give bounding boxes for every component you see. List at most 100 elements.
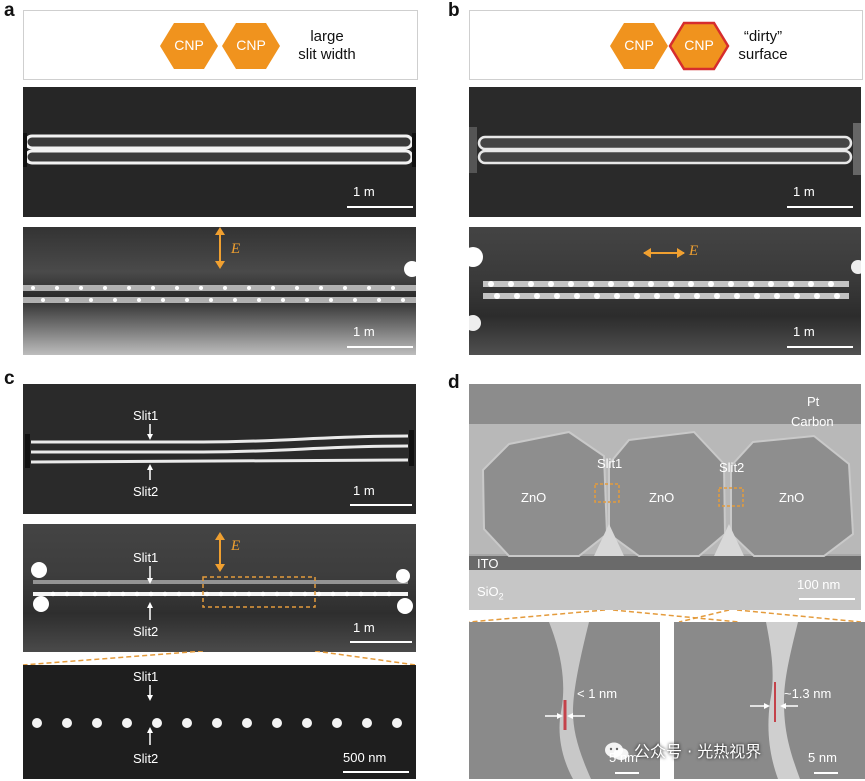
hotspot [113, 298, 117, 302]
hotspot [134, 591, 140, 597]
edge-hotspot [33, 596, 49, 612]
field-arrowhead [215, 227, 225, 235]
hotspot [78, 591, 84, 597]
hotspot [127, 286, 131, 290]
hotspot [274, 591, 280, 597]
emission-band [23, 297, 416, 303]
hotspot [634, 293, 640, 299]
hotspot [594, 293, 600, 299]
scale-label: 1 m [353, 620, 375, 635]
panel-letter-a: a [4, 0, 15, 21]
watermark-text: 公众号 · 光热视界 [634, 742, 762, 761]
hotspot [401, 298, 405, 302]
panel-a-sem-image: 1 m [23, 87, 416, 217]
scale-bar [343, 771, 409, 773]
hotspot [788, 281, 794, 287]
slit-marker [594, 483, 620, 503]
hotspot [120, 591, 126, 597]
panel-c-darkfield-image: E Slit1 Slit2 1 m [23, 524, 416, 652]
hotspot [190, 591, 196, 597]
edge-hotspot [31, 562, 47, 578]
gap-arrowhead [567, 713, 573, 719]
hotspot [494, 293, 500, 299]
cnp-hexagon-dirty [668, 21, 730, 71]
scale-label: 5 nm [808, 750, 837, 765]
nanorod [477, 135, 853, 151]
hotspot [92, 591, 98, 597]
hotspot [362, 718, 372, 728]
slit-pointer-head [147, 434, 153, 440]
hotspot [92, 718, 102, 728]
nanorod [30, 458, 409, 464]
hotspot [50, 591, 56, 597]
hotspot [55, 286, 59, 290]
field-label: E [689, 243, 699, 259]
hotspot [808, 281, 814, 287]
hotspot [608, 281, 614, 287]
hotspot [65, 298, 69, 302]
hotspot [41, 298, 45, 302]
panel-d-inset-slit2: ~1.3 nm 5 nm [660, 622, 865, 779]
slit2-label: Slit2 [133, 484, 159, 499]
hotspot [330, 591, 336, 597]
hotspot [175, 286, 179, 290]
hotspot [223, 286, 227, 290]
scale-label: 1 m [353, 324, 375, 339]
hotspot [748, 281, 754, 287]
hotspot [548, 281, 554, 287]
field-arrowhead [643, 248, 651, 258]
gap-size-label: < 1 nm [577, 686, 618, 701]
hotspot [674, 293, 680, 299]
hotspot [574, 293, 580, 299]
scale-label: 1 m [353, 184, 375, 199]
slit1-label: Slit1 [133, 669, 159, 684]
hotspot [391, 286, 395, 290]
scale-label: 100 nm [797, 577, 841, 592]
hotspot [794, 293, 800, 299]
field-arrowhead [677, 248, 685, 258]
hotspot [534, 293, 540, 299]
zno-label: ZnO [521, 490, 547, 505]
hotspot [316, 591, 322, 597]
hotspot [734, 293, 740, 299]
edge-hotspot [851, 260, 861, 274]
caption-line: large [310, 28, 344, 45]
slit1-label: Slit1 [133, 550, 159, 565]
hotspot [392, 718, 402, 728]
slit1-label: Slit1 [133, 408, 159, 423]
wechat-icon [605, 742, 629, 760]
hotspot [89, 298, 93, 302]
field-arrowhead [215, 532, 225, 540]
electrode-edge [412, 133, 416, 167]
gap-fill [594, 524, 624, 556]
hotspot [588, 281, 594, 287]
hotspot [247, 286, 251, 290]
scale-bar [350, 504, 412, 506]
hotspot [185, 298, 189, 302]
schematic-caption-b: “dirty” surface [728, 28, 798, 64]
emission-band [33, 580, 408, 584]
cnp-hexagon [222, 23, 280, 69]
panel-letter-c: c [4, 368, 15, 389]
nanorod [31, 434, 409, 444]
hotspot [31, 286, 35, 290]
scale-bar [787, 206, 853, 208]
hotspot [614, 293, 620, 299]
electrode-edge [469, 127, 477, 173]
panel-letter-b: b [448, 0, 460, 21]
scale-bar [799, 598, 855, 600]
slit2-label: Slit2 [719, 460, 745, 475]
zno-particle [481, 430, 609, 557]
hotspot [329, 298, 333, 302]
cnp-label: CNP [624, 37, 654, 53]
scale-bar [787, 346, 853, 348]
hotspot [774, 293, 780, 299]
hotspot [528, 281, 534, 287]
pt-label: Pt [807, 394, 820, 409]
caption-line: “dirty” [743, 28, 783, 45]
hotspot [688, 281, 694, 287]
cnp-label: CNP [684, 37, 714, 53]
panel-c-sem-image: Slit1 Slit2 1 m [23, 384, 416, 514]
edge-hotspot [404, 261, 416, 277]
panel-a-darkfield-image: E 1 m [23, 227, 416, 355]
